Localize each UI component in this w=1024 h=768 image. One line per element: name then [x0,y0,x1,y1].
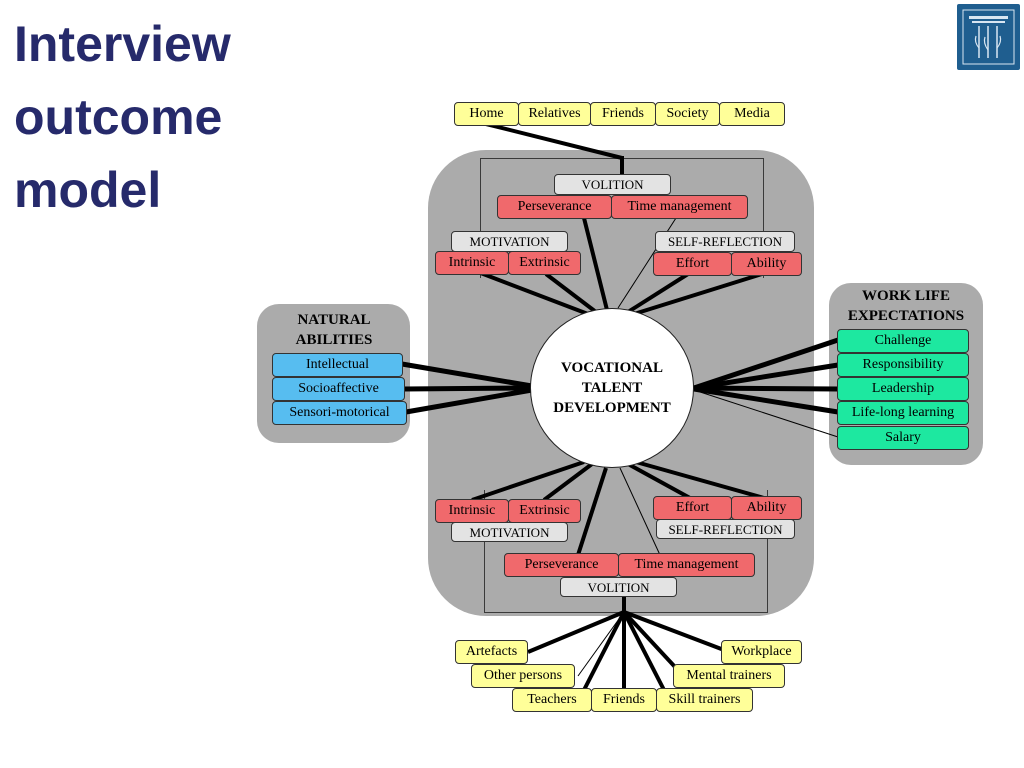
center-line-3: DEVELOPMENT [553,400,671,416]
slide-title: Interview outcome model [14,8,314,227]
vocational-talent-development-circle: VOCATIONAL TALENT DEVELOPMENT [530,308,694,468]
connector-effort-bottom [627,462,691,500]
title-line-2: outcome [14,89,223,145]
connector-responsibility [693,362,839,391]
item-ability-top: Ability [731,252,802,276]
center-line-1: VOCATIONAL [561,360,663,376]
item-extrinsic-bottom: Extrinsic [508,499,581,523]
connector-challenge [693,337,839,391]
connector-extrinsic-bottom [542,462,594,502]
connector-extrinsic-top [544,272,598,314]
item-time-management-bottom: Time management [618,553,755,577]
source-society: Society [655,102,720,126]
connector-skill-trainers [622,611,666,691]
source-workplace: Workplace [721,640,802,664]
label-motivation-top: MOTIVATION [451,231,568,252]
source-media: Media [719,102,785,126]
item-leadership: Leadership [837,377,969,401]
natural-abilities-heading-line-2: ABILITIES [295,332,373,348]
label-volition-bottom: VOLITION [560,577,677,597]
item-responsibility: Responsibility [837,353,969,377]
source-other-persons: Other persons [471,664,575,688]
connector-artefacts [527,610,625,654]
item-salary: Salary [837,426,969,450]
connector-socioaffective [403,385,531,392]
connector-perseverance-bottom [576,467,608,556]
natural-abilities-heading-line-1: NATURAL [297,312,371,328]
title-line-3: model [14,162,162,218]
connector-effort-top [626,272,690,314]
source-artefacts: Artefacts [455,640,528,664]
connector-perseverance [582,217,609,311]
connector-intrinsic-bottom [471,460,585,502]
item-intellectual: Intellectual [272,353,403,377]
work-life-heading-line-2: EXPECTATIONS [847,308,965,324]
source-friends-top: Friends [590,102,656,126]
natural-abilities-heading: NATURAL ABILITIES [260,310,408,350]
university-logo [957,4,1020,70]
item-time-management-top: Time management [611,195,748,219]
item-effort-top: Effort [653,252,732,276]
work-life-heading: WORK LIFE EXPECTATIONS [830,286,982,326]
source-teachers: Teachers [512,688,592,712]
connector-ability-bottom [635,460,765,500]
item-ability-bottom: Ability [731,496,802,520]
item-effort-bottom: Effort [653,496,732,520]
item-socioaffective: Socioaffective [272,377,405,401]
item-life-long-learning: Life-long learning [837,401,969,425]
item-intrinsic-top: Intrinsic [435,251,509,275]
item-sensori-motorical: Sensori-motorical [272,401,407,425]
source-home: Home [454,102,519,126]
label-motivation-bottom: MOTIVATION [451,522,568,542]
source-skill-trainers: Skill trainers [656,688,753,712]
connector-ability-top [633,272,763,316]
center-line-2: TALENT [581,380,643,396]
connector-mental-trainers [622,610,678,670]
connector-salary [693,389,839,438]
item-intrinsic-bottom: Intrinsic [435,499,509,523]
label-self-reflection-bottom: SELF-REFLECTION [656,519,795,539]
label-volition-top: VOLITION [554,174,671,195]
connector-leadership [693,385,839,392]
item-perseverance-bottom: Perseverance [504,553,619,577]
connector-workplace [623,610,725,652]
item-challenge: Challenge [837,329,969,353]
columns-emblem-icon [962,9,1015,65]
connector-time-management-bottom [619,467,661,556]
connector-intrinsic-top [477,270,589,316]
source-relatives: Relatives [518,102,591,126]
connector-teachers [582,611,626,691]
item-perseverance-top: Perseverance [497,195,612,219]
connector-sensori-motorical [405,387,533,415]
connector-life-long-learning [693,386,839,415]
connector-home-volition [485,122,623,160]
source-mental-trainers: Mental trainers [673,664,785,688]
work-life-heading-line-1: WORK LIFE [862,288,950,304]
connector-intellectual [401,361,533,389]
source-friends-bottom: Friends [591,688,657,712]
title-line-1: Interview [14,16,231,72]
label-self-reflection-top: SELF-REFLECTION [655,231,795,252]
item-extrinsic-top: Extrinsic [508,251,581,275]
